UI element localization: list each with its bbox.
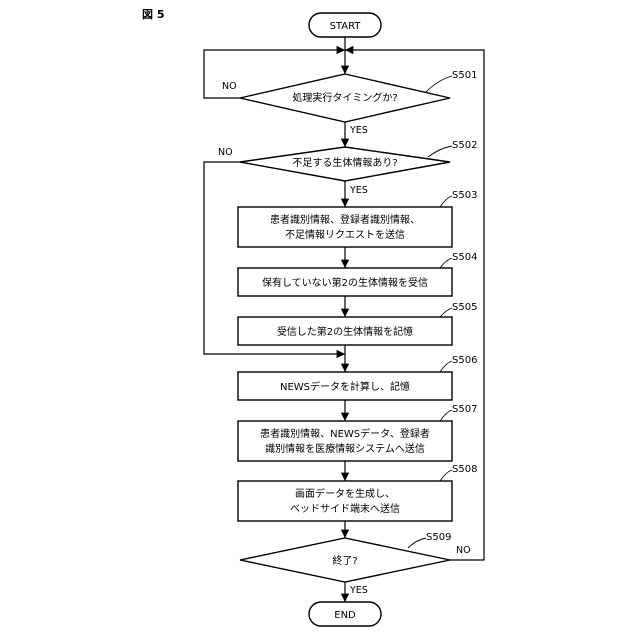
s503-text-line1: 患者識別情報、登録者識別情報、 <box>270 213 420 226</box>
s504-text: 保有していない第2の生体情報を受信 <box>262 276 428 289</box>
s507-text-line2: 識別情報を医療情報システムへ送信 <box>265 442 425 455</box>
s502-step-leader <box>428 146 452 157</box>
end-label: END <box>334 610 356 621</box>
figure-label: 図 5 <box>142 7 164 21</box>
s506-text: NEWSデータを計算し、記憶 <box>280 380 410 393</box>
s505-text: 受信した第2の生体情報を記憶 <box>277 325 413 338</box>
decision-s501: 処理実行タイミングか? <box>240 74 450 122</box>
s502-no-label: NO <box>218 147 233 158</box>
process-s505: 受信した第2の生体情報を記憶 <box>238 317 452 345</box>
s508-text-line1: 画面データを生成し、 <box>295 487 395 500</box>
s505-step-label: S505 <box>452 302 477 313</box>
s509-yes-label: YES <box>349 585 368 596</box>
s501-step-label: S501 <box>452 70 477 81</box>
end-terminal: END <box>309 602 381 626</box>
s508-step-leader <box>440 470 452 481</box>
start-label: START <box>330 21 362 32</box>
process-s508: 画面データを生成し、 ベッドサイド端末へ送信 <box>238 481 452 521</box>
process-s504: 保有していない第2の生体情報を受信 <box>238 268 452 296</box>
s509-no-label: NO <box>456 545 471 556</box>
s505-step-leader <box>440 308 452 317</box>
s509-step-leader <box>408 538 426 548</box>
s509-step-label: S509 <box>426 532 451 543</box>
s503-step-label: S503 <box>452 190 477 201</box>
s501-text: 処理実行タイミングか? <box>292 91 397 104</box>
s508-step-label: S508 <box>452 464 477 475</box>
process-s507: 患者識別情報、NEWSデータ、登録者 識別情報を医療情報システムへ送信 <box>238 421 452 461</box>
decision-s502: 不足する生体情報あり? <box>240 147 450 181</box>
s504-step-leader <box>440 258 452 268</box>
s507-text-line1: 患者識別情報、NEWSデータ、登録者 <box>260 427 430 440</box>
decision-s509: 終了? <box>240 538 450 582</box>
s502-step-label: S502 <box>452 140 477 151</box>
s504-step-label: S504 <box>452 252 477 263</box>
s508-text-line2: ベッドサイド端末へ送信 <box>290 502 400 515</box>
start-terminal: START <box>309 13 381 37</box>
s502-yes-label: YES <box>349 185 368 196</box>
process-s503: 患者識別情報、登録者識別情報、 不足情報リクエストを送信 <box>238 207 452 247</box>
s506-step-leader <box>440 361 452 372</box>
s501-no-label: NO <box>222 81 237 92</box>
s503-text-line2: 不足情報リクエストを送信 <box>285 228 405 241</box>
s503-step-leader <box>440 196 452 207</box>
s507-step-label: S507 <box>452 404 477 415</box>
s501-step-leader <box>426 76 452 92</box>
s509-text: 終了? <box>332 554 357 567</box>
s502-text: 不足する生体情報あり? <box>292 156 397 169</box>
s506-step-label: S506 <box>452 355 477 366</box>
process-s506: NEWSデータを計算し、記憶 <box>238 372 452 400</box>
s507-step-leader <box>440 410 452 421</box>
s501-yes-label: YES <box>349 125 368 136</box>
